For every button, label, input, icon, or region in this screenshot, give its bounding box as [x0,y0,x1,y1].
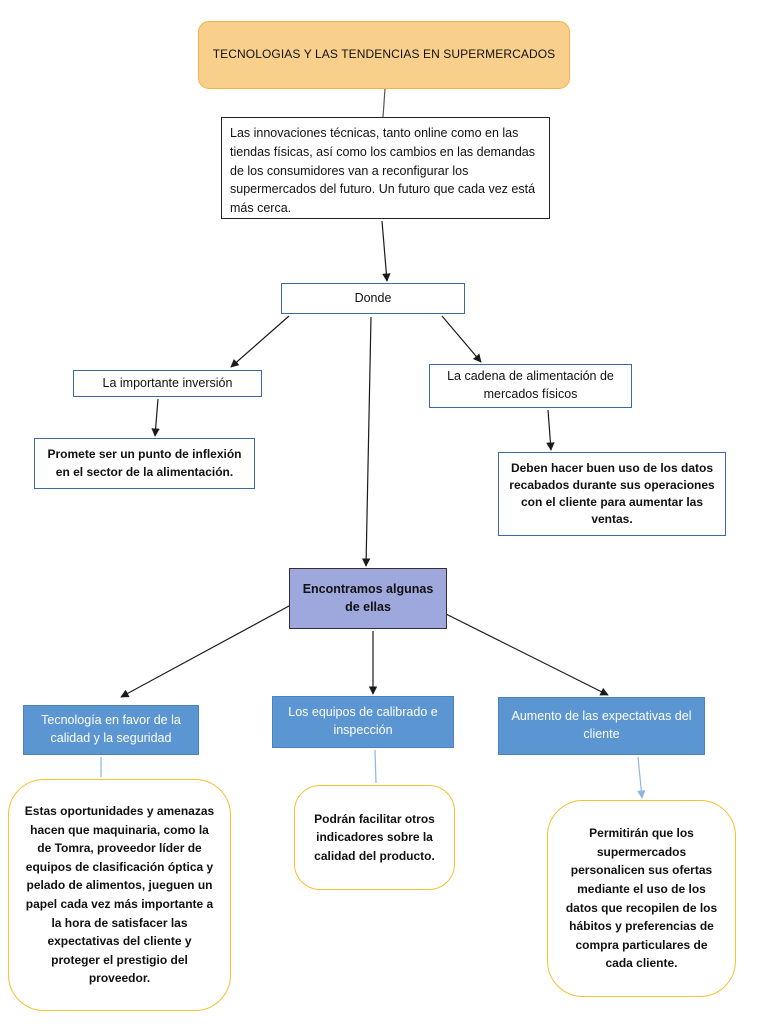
aumento-text: Aumento de las expectativas del cliente [511,709,692,741]
connector-title-intro [382,88,386,118]
datos-box: Deben hacer buen uso de los datos recaba… [498,452,726,536]
inversion-text: La importante inversión [102,375,233,390]
connector-donde-encontramos [361,316,372,567]
encontramos-text: Encontramos algunas de ellas [302,581,434,614]
connector-intro-donde [381,220,391,282]
intro-box: Las innovaciones técnicas, tanto online … [221,117,550,219]
connector-inversion-promete [151,398,160,437]
aumento-box: Aumento de las expectativas del cliente [498,697,705,755]
connector-donde-cadena [441,315,482,363]
datos-text: Deben hacer buen uso de los datos recaba… [509,460,715,527]
cadena-text: La cadena de alimentación de mercados fí… [447,369,614,401]
promete-box: Promete ser un punto de inflexión en el … [34,438,255,489]
oportunidades-text: Estas oportunidades y amenazas hacen que… [24,804,215,986]
donde-text: Donde [354,290,392,305]
oportunidades-oval: Estas oportunidades y amenazas hacen que… [8,779,231,1011]
facilitar-oval: Podrán facilitar otros indicadores sobre… [294,785,455,890]
permitiran-oval: Permitirán que los supermercados persona… [547,800,736,997]
connector-aumento-permitiran [637,756,646,799]
inversion-box: La importante inversión [73,370,262,397]
facilitar-text: Podrán facilitar otros indicadores sobre… [314,811,435,863]
diagram-title-text: TECNOLOGIAS Y LAS TENDENCIAS EN SUPERMER… [212,47,556,62]
connector-encontramos-aumento [445,613,609,696]
cadena-box: La cadena de alimentación de mercados fí… [429,364,632,408]
tecnologia-text: Tecnología en favor de la calidad y la s… [41,713,181,745]
diagram-title-box: TECNOLOGIAS Y LAS TENDENCIAS EN SUPERMER… [198,21,570,89]
intro-text: Las innovaciones técnicas, tanto online … [230,126,536,215]
connector-encontramos-tecnologia [120,605,290,698]
connector-equipos-facilitar [374,749,377,784]
connector-donde-inversion [230,315,290,368]
equipos-box: Los equipos de calibrado e inspección [272,696,454,748]
tecnologia-box: Tecnología en favor de la calidad y la s… [23,705,199,755]
promete-text: Promete ser un punto de inflexión en el … [47,447,242,479]
connector-cadena-datos [546,409,555,451]
encontramos-box: Encontramos algunas de ellas [289,568,447,629]
equipos-text: Los equipos de calibrado e inspección [288,705,438,737]
permitiran-text: Permitirán que los supermercados persona… [565,826,718,971]
donde-box: Donde [281,283,465,314]
